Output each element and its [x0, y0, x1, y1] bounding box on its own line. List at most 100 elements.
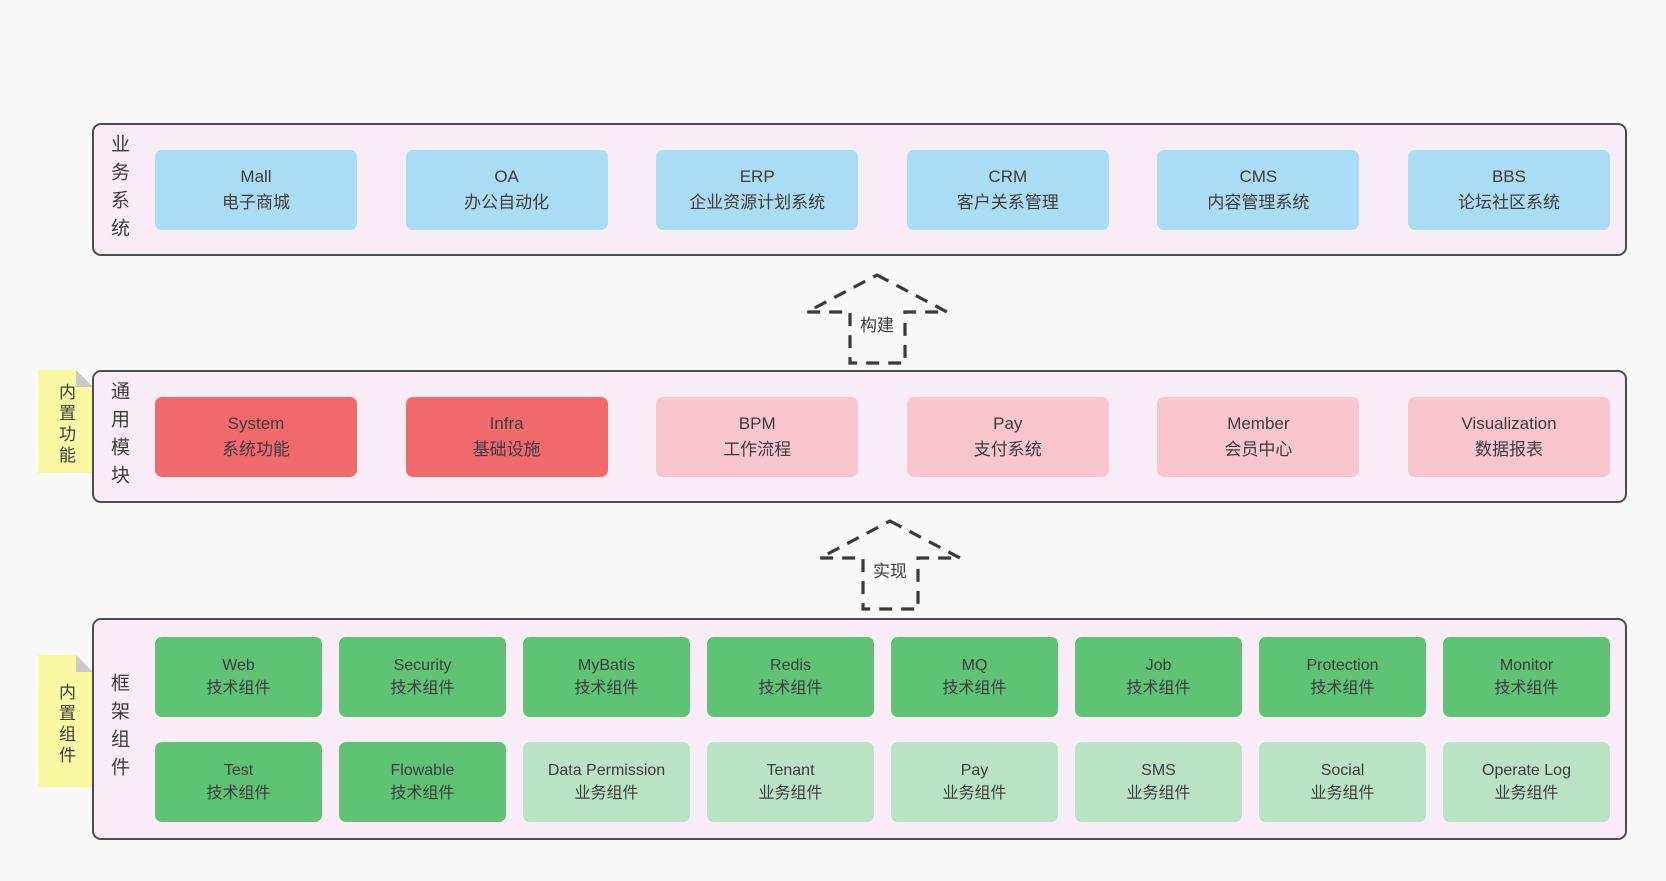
box-infra: Infra 基础设施	[405, 396, 608, 477]
layer-label-common-modules: 通用模块	[108, 380, 129, 493]
box-name: CMS	[1239, 166, 1278, 186]
box-desc: 技术组件	[390, 679, 455, 697]
sticky-note-label: 内置功能	[56, 382, 75, 467]
box-name: Data Permission	[547, 761, 666, 779]
box-desc: 技术组件	[942, 679, 1007, 697]
box-desc: 业务组件	[1126, 784, 1191, 802]
box-security: Security 技术组件	[339, 636, 506, 717]
up-arrow-icon	[819, 519, 961, 611]
layer-label-business-systems: 业务系统	[108, 133, 129, 246]
box-desc: 论坛社区系统	[1457, 192, 1560, 212]
box-name: Infra	[489, 413, 524, 433]
box-name: Mall	[240, 166, 272, 186]
box-name: Member	[1227, 413, 1290, 433]
arrow-build: 构建	[804, 272, 950, 366]
box-desc: 业务组件	[574, 784, 639, 802]
box-name: Protection	[1306, 656, 1379, 674]
box-desc: 业务组件	[1310, 784, 1375, 802]
box-social: Social 业务组件	[1259, 741, 1426, 822]
box-name: Social	[1320, 761, 1365, 779]
folded-corner-icon	[76, 655, 93, 672]
box-desc: 技术组件	[206, 679, 271, 697]
box-pay: Pay 业务组件	[891, 741, 1058, 822]
box-sms: SMS 业务组件	[1075, 741, 1242, 822]
box-desc: 内容管理系统	[1207, 192, 1310, 212]
box-desc: 技术组件	[1126, 679, 1191, 697]
box-tenant: Tenant 业务组件	[707, 741, 874, 822]
box-desc: 基础设施	[472, 439, 541, 459]
box-name: Monitor	[1499, 656, 1554, 674]
layer-label-framework-components: 框架组件	[108, 673, 129, 785]
box-mybatis: MyBatis 技术组件	[523, 636, 690, 717]
box-desc: 技术组件	[574, 679, 639, 697]
arrow-implement-label: 实现	[870, 557, 910, 583]
arrow-build-label: 构建	[857, 311, 897, 337]
box-name: CRM	[988, 166, 1028, 186]
box-name: Flowable	[390, 761, 455, 779]
box-monitor: Monitor 技术组件	[1443, 636, 1610, 717]
box-mall: Mall 电子商城	[155, 149, 357, 230]
folded-corner-icon	[76, 370, 93, 387]
box-bbs: BBS 论坛社区系统	[1407, 149, 1610, 230]
box-name: MyBatis	[578, 656, 635, 674]
box-desc: 支付系统	[973, 439, 1042, 459]
box-member: Member 会员中心	[1157, 396, 1360, 477]
sticky-note-builtin-functions: 内置功能	[38, 370, 93, 473]
box-desc: 业务组件	[758, 784, 823, 802]
box-desc: 业务组件	[1494, 784, 1559, 802]
box-desc: 数据报表	[1474, 439, 1543, 459]
box-name: Tenant	[766, 761, 815, 779]
box-desc: 企业资源计划系统	[689, 192, 826, 212]
box-desc: 技术组件	[758, 679, 823, 697]
box-name: BPM	[738, 413, 776, 433]
box-name: Pay	[960, 761, 989, 779]
box-mq: MQ 技术组件	[891, 636, 1058, 717]
box-operate-log: Operate Log 业务组件	[1443, 741, 1610, 822]
up-arrow-icon	[806, 273, 948, 365]
box-name: Web	[222, 656, 255, 674]
box-name: Pay	[993, 413, 1023, 433]
box-crm: CRM 客户关系管理	[906, 149, 1109, 230]
box-name: Operate Log	[1482, 761, 1571, 779]
arrow-implement: 实现	[817, 518, 963, 612]
box-desc: 电子商城	[222, 192, 290, 212]
box-desc: 技术组件	[1310, 679, 1375, 697]
box-desc: 业务组件	[942, 784, 1007, 802]
box-data-permission: Data Permission 业务组件	[523, 741, 690, 822]
box-name: BBS	[1491, 166, 1526, 186]
box-web: Web 技术组件	[155, 636, 322, 717]
box-desc: 技术组件	[206, 784, 271, 802]
box-cms: CMS 内容管理系统	[1157, 149, 1360, 230]
box-desc: 会员中心	[1224, 439, 1293, 459]
box-name: SMS	[1141, 761, 1176, 779]
box-desc: 系统功能	[222, 439, 290, 459]
box-name: Test	[223, 761, 254, 779]
box-desc: 客户关系管理	[956, 192, 1059, 212]
box-name: MQ	[961, 656, 988, 674]
box-desc: 办公自动化	[464, 192, 550, 212]
box-test: Test 技术组件	[155, 741, 322, 822]
box-bpm: BPM 工作流程	[656, 396, 859, 477]
box-desc: 技术组件	[390, 784, 455, 802]
box-desc: 工作流程	[723, 439, 792, 459]
box-desc: 技术组件	[1494, 679, 1559, 697]
box-protection: Protection 技术组件	[1259, 636, 1426, 717]
box-name: Job	[1145, 656, 1172, 674]
box-name: Security	[393, 656, 452, 674]
box-job: Job 技术组件	[1075, 636, 1242, 717]
sticky-note-builtin-components: 内置组件	[38, 655, 93, 787]
box-pay: Pay 支付系统	[906, 396, 1109, 477]
